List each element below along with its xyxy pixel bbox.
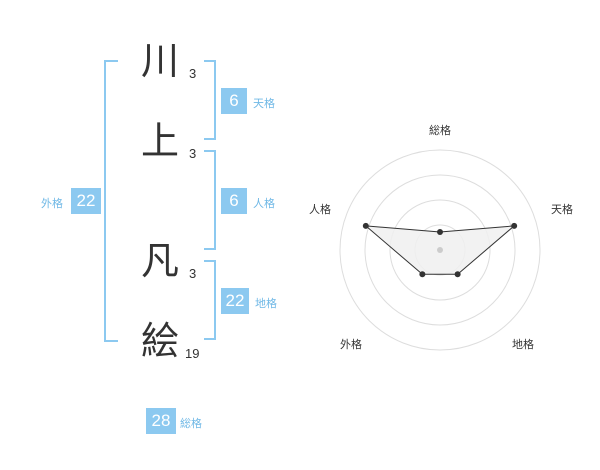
radar-ring (364, 174, 516, 326)
radar-center-dot (437, 247, 443, 253)
jinkaku-bracket (204, 150, 216, 250)
radar-axis-label-jinkaku: 人格 (309, 203, 331, 216)
radar-point-1 (437, 229, 443, 235)
jinkaku-value: 6 (221, 188, 247, 214)
radar-ring (389, 199, 491, 301)
radar-axis-label-soukaku: 総格 (429, 124, 451, 137)
radar-ring (339, 149, 541, 351)
tenkaku-bracket (204, 60, 216, 140)
chikaku-value: 22 (221, 288, 249, 314)
name-char-1: 川 (141, 39, 180, 83)
soukaku-value: 28 (146, 408, 176, 434)
radar-point-4 (419, 271, 426, 278)
chikaku-bracket (204, 260, 216, 340)
gaikaku-label: 外格 (41, 197, 63, 210)
tenkaku-value: 6 (221, 88, 247, 114)
radar-axis-label-gaikaku: 外格 (340, 338, 362, 351)
stroke-count-4: 19 (185, 346, 200, 361)
radar-point-2 (511, 222, 518, 229)
radar-point-5 (362, 222, 369, 229)
name-char-2: 上 (141, 119, 180, 163)
gaikaku-value: 22 (71, 188, 101, 214)
soukaku-label: 総格 (180, 417, 202, 430)
chikaku-label: 地格 (255, 297, 277, 310)
radar-axis-label-chikaku: 地格 (512, 338, 534, 351)
tenkaku-label: 天格 (253, 97, 275, 110)
radar-axis-label-tenkaku: 天格 (551, 203, 573, 216)
jinkaku-label: 人格 (253, 197, 275, 210)
stroke-count-3: 3 (189, 266, 197, 281)
name-char-3: 凡 (141, 239, 180, 283)
radar-point-3 (454, 271, 461, 278)
stroke-count-1: 3 (189, 66, 197, 81)
name-char-4: 絵 (141, 319, 180, 363)
gaikaku-bracket (104, 60, 118, 342)
stroke-count-2: 3 (189, 146, 197, 161)
